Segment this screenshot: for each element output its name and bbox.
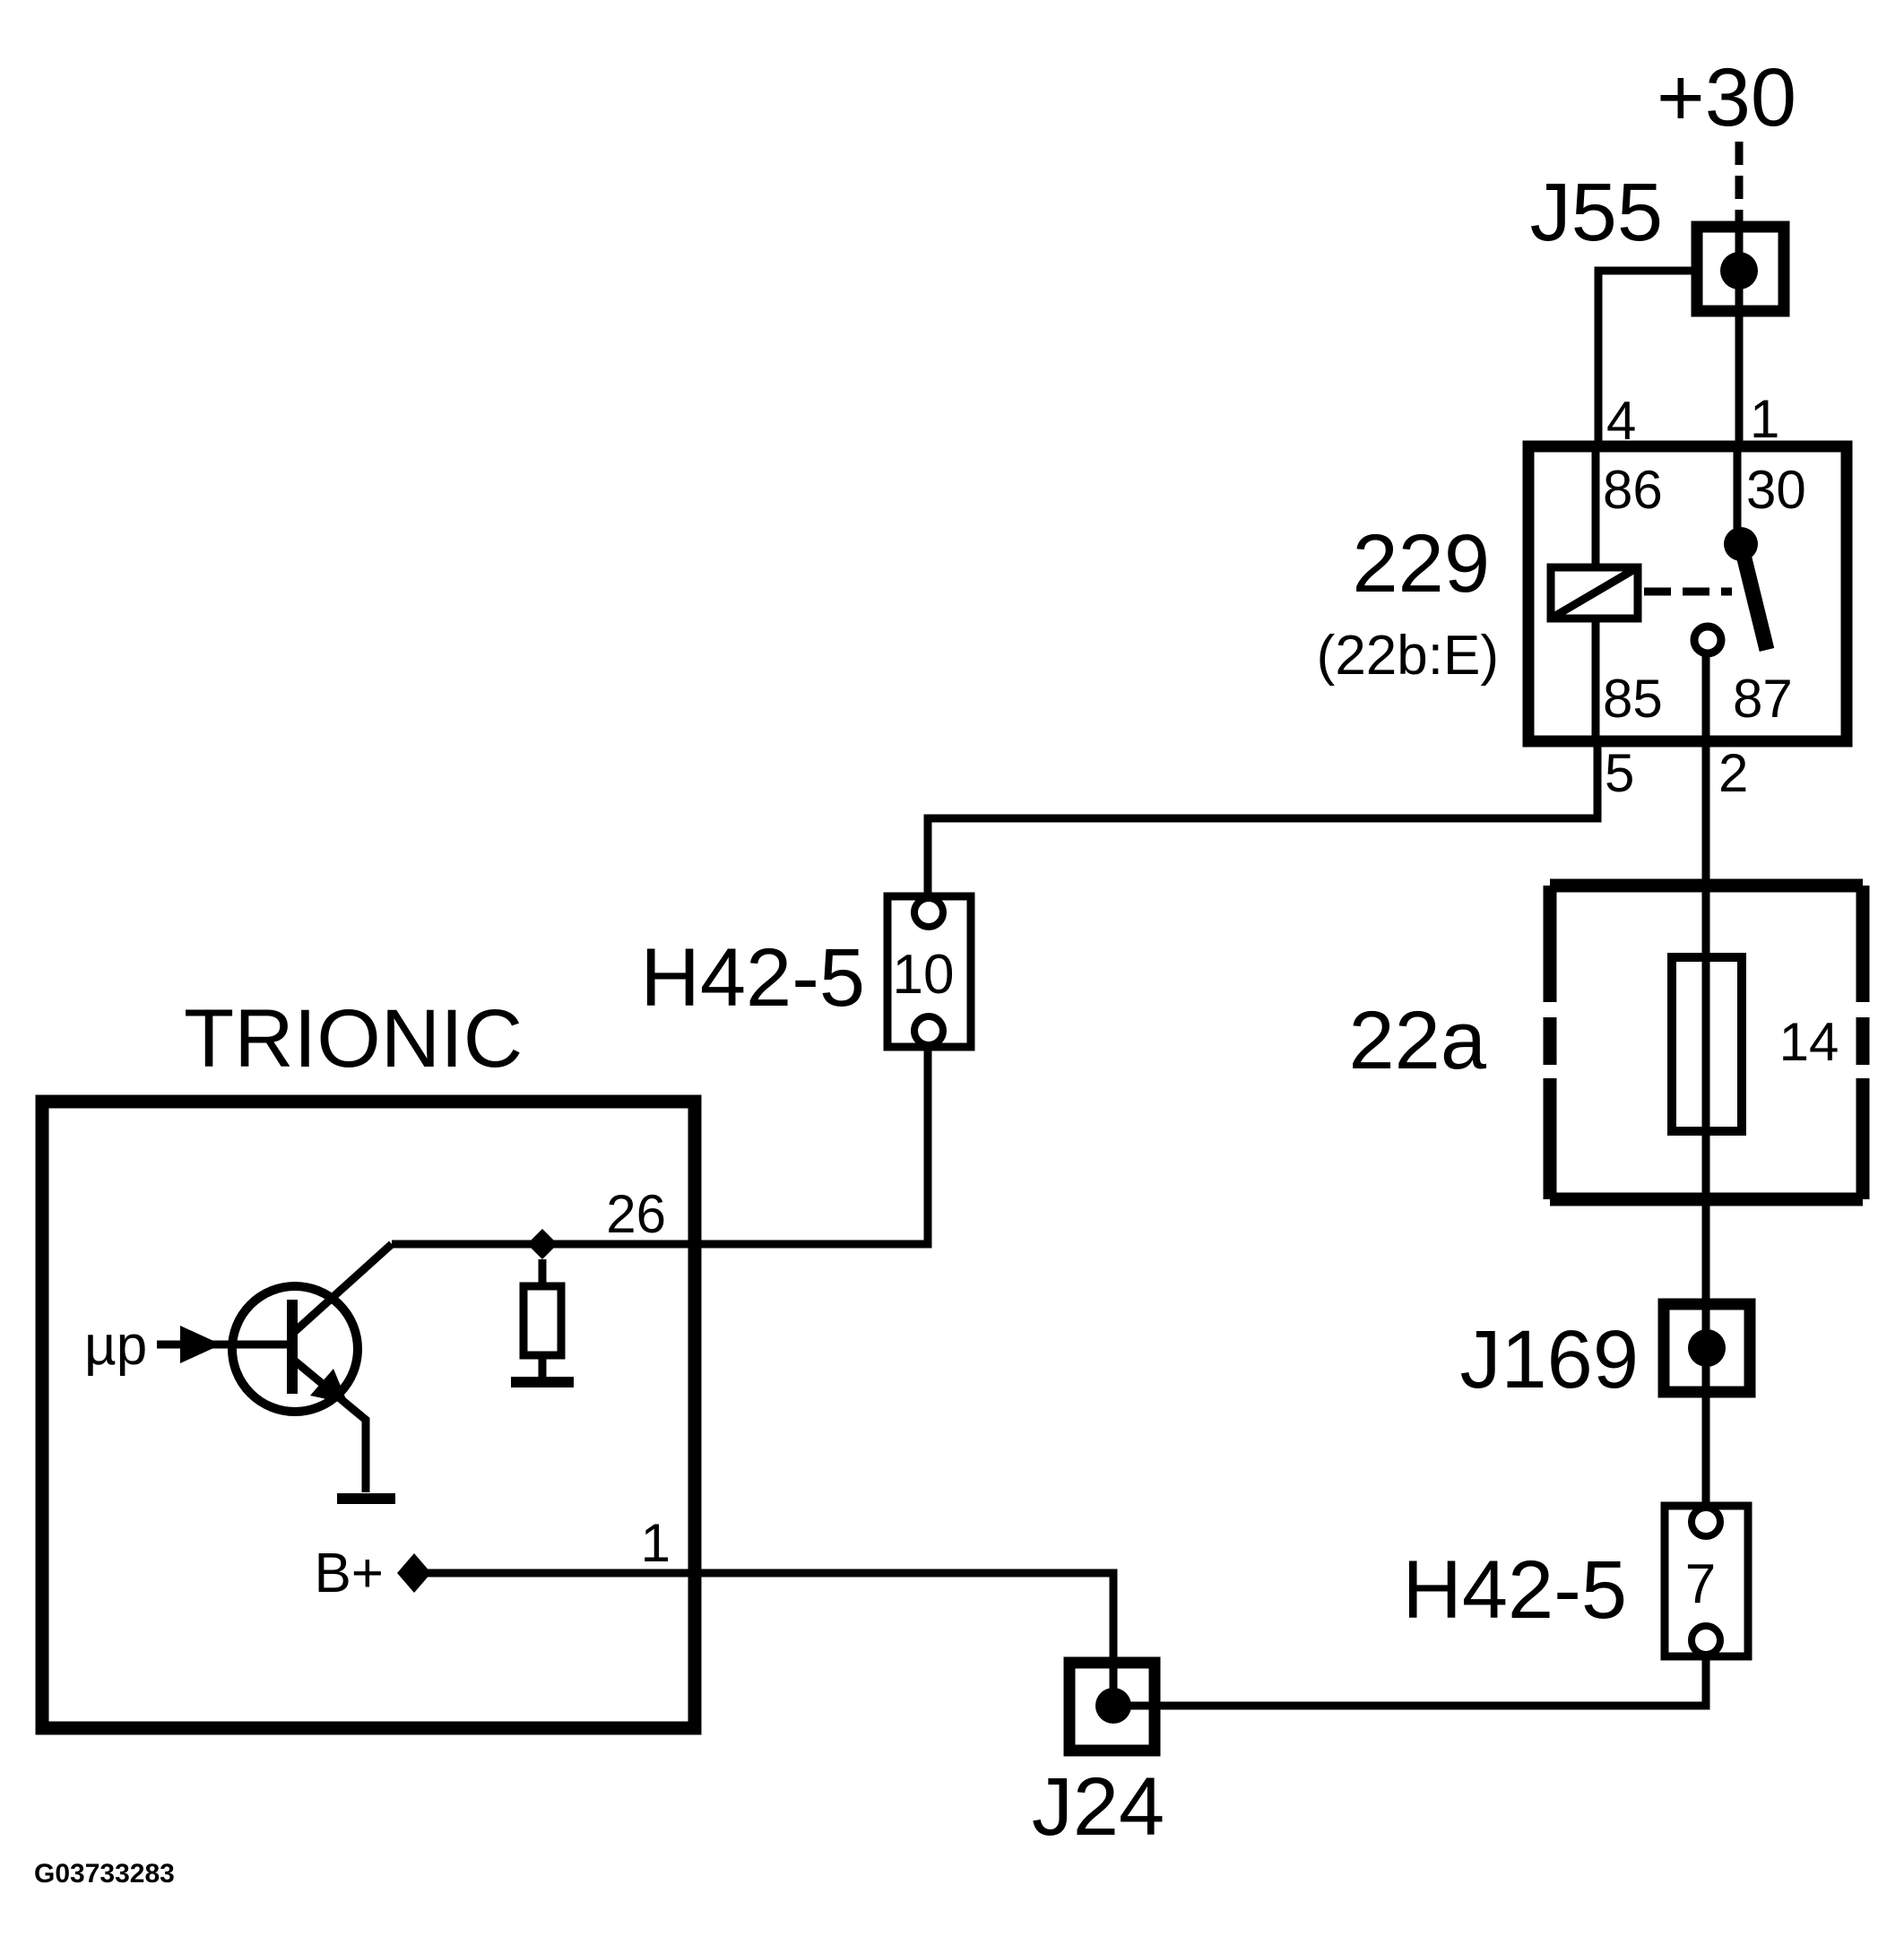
relay-contact-icon	[1690, 622, 1726, 658]
connector10-label: H42-5	[640, 932, 865, 1024]
pin26-junction-diamond-icon	[527, 1229, 558, 1259]
junction-j24: J24	[1032, 1656, 1164, 1853]
trionic-pin1-label: 1	[641, 1513, 671, 1573]
figure-id: G03733283	[34, 1859, 175, 1889]
trionic-label: TRIONIC	[184, 993, 523, 1085]
relay-pin5-to-connector-wire	[923, 741, 1602, 896]
j24-box	[1063, 1656, 1161, 1757]
fuse-22a: 22a 14	[1349, 878, 1870, 1206]
relay-pin85-label: 85	[1603, 669, 1663, 729]
resistor-icon	[519, 1282, 566, 1360]
j24-junction-dot-icon	[1095, 1688, 1131, 1724]
relay-sublabel: (22b:E)	[1317, 625, 1499, 687]
j55-box	[1691, 220, 1790, 317]
fuse-box	[1543, 878, 1870, 1206]
transistor-emitter-arrow-icon	[310, 1369, 348, 1404]
connector10-terminal-top-icon	[911, 895, 947, 930]
j24-label: J24	[1032, 1761, 1164, 1853]
fuse-label: 22a	[1349, 995, 1487, 1086]
fuse-element-icon	[1667, 953, 1746, 1136]
trionic-box	[35, 1094, 702, 1735]
fuse-pin-label: 14	[1779, 1012, 1839, 1072]
micro-label: µp	[84, 1315, 147, 1377]
j169-label: J169	[1460, 1314, 1640, 1405]
pin26-node: 26	[511, 1184, 666, 1387]
connector7-pin-label: 7	[1685, 1553, 1716, 1615]
transistor-circle	[228, 1282, 362, 1416]
j169-junction-dot-icon	[1688, 1329, 1726, 1367]
transistor-emitter	[290, 1355, 370, 1492]
wires	[392, 142, 1744, 1710]
relay-pin86-label: 86	[1603, 460, 1663, 520]
relay-pin30-label: 30	[1746, 460, 1806, 520]
connector10-pin-label: 10	[893, 944, 955, 1006]
j55-label: J55	[1530, 167, 1663, 258]
connector-h42-5-upper: 10 H42-5	[640, 892, 975, 1051]
j55-to-relay-pin4-wire	[1594, 266, 1697, 446]
connector-h42-5-lower: 7 H42-5	[1402, 1501, 1753, 1661]
ecu-trionic: TRIONIC 26 µp B+ 1	[35, 993, 702, 1735]
relay-pin1-label: 1	[1750, 389, 1779, 449]
relay-switch-arm-icon	[1733, 541, 1775, 653]
connector7-terminal-bottom-icon	[1688, 1622, 1724, 1658]
connector10-terminal-bottom-icon	[911, 1013, 947, 1049]
trionic-pin26-label: 26	[606, 1184, 666, 1244]
bplus-node: B+ 1	[314, 1513, 695, 1604]
relay-coil-diagonal	[1548, 564, 1640, 622]
micro-input: µp	[84, 1315, 292, 1377]
power-feed: +30	[1657, 52, 1796, 143]
relay-label: 229	[1353, 518, 1491, 609]
bplus-label: B+	[314, 1543, 384, 1604]
junction-j169: J169	[1460, 1298, 1756, 1405]
micro-arrow-icon	[180, 1326, 221, 1363]
relay-box	[1522, 440, 1853, 748]
connector7-to-j24-wire	[1113, 1656, 1710, 1710]
trionic-pin26-to-connector-wire	[392, 1047, 932, 1249]
relay-229: 86 30 85 87 4 1 5 2 229 (22b:E)	[1317, 389, 1853, 803]
relay-pin4-label: 4	[1606, 391, 1636, 451]
connector7-terminal-top-icon	[1688, 1504, 1724, 1540]
relay-coil-icon	[1546, 563, 1642, 623]
trionic-pin1-to-j24-wire	[695, 1569, 1118, 1706]
transistor-collector	[289, 1240, 395, 1337]
relay-pin2-label: 2	[1718, 743, 1748, 803]
connector7-label: H42-5	[1402, 1544, 1627, 1636]
power-label: +30	[1657, 52, 1796, 143]
j55-junction-dot-icon	[1720, 252, 1758, 290]
j169-box	[1657, 1298, 1756, 1398]
transistor-icon	[228, 1240, 395, 1504]
relay-pin5-label: 5	[1605, 743, 1634, 803]
junction-j55: J55	[1530, 167, 1790, 317]
relay-pin87-label: 87	[1733, 669, 1793, 729]
